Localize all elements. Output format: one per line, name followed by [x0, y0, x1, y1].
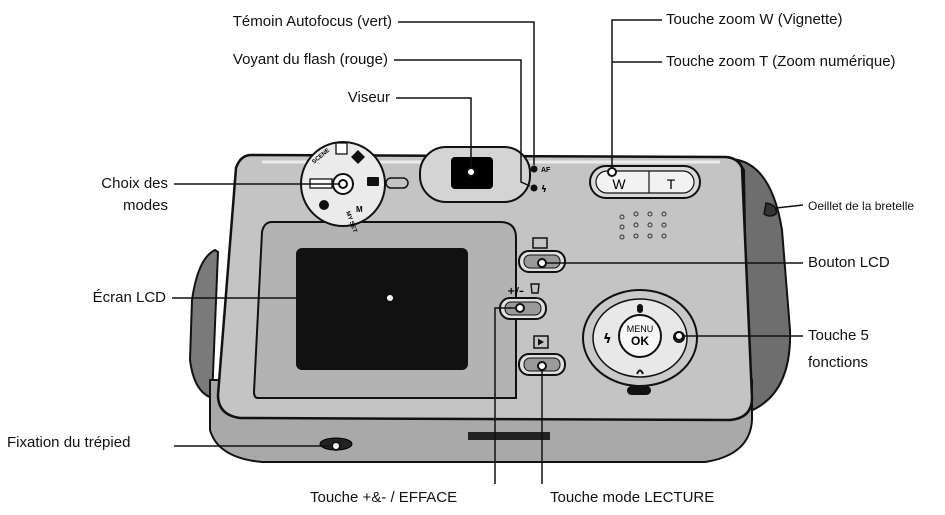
left-grip [188, 248, 220, 400]
dial-camera-icon [367, 177, 379, 186]
label-five-way-2: fonctions [808, 354, 869, 371]
label-lcd-button: Bouton LCD [808, 254, 890, 271]
speaker-grille [619, 211, 667, 240]
voice-memo-icon [637, 304, 643, 313]
label-strap: Oeillet de la bretelle [808, 199, 915, 213]
ok-text: OK [631, 334, 649, 348]
plus-minus-text: +/– [507, 286, 524, 297]
dial-night-icon [351, 150, 365, 164]
zoom-w-key-text: W [612, 176, 626, 192]
leader-lines [172, 19, 804, 484]
label-plus-minus-delete: Touche +&- / EFFACE [310, 489, 458, 506]
play-pause-icon [627, 386, 651, 395]
label-playback: Touche mode LECTURE [550, 489, 715, 506]
bottom-slot [468, 432, 550, 440]
label-five-way-1: Touche 5 [808, 327, 869, 344]
lcd-button-icon [532, 237, 548, 249]
mode-indicator-slot [385, 177, 409, 189]
dial-settings-icon [319, 200, 329, 210]
zoom-t-key-text: T [667, 176, 676, 192]
label-flash-lamp: Voyant du flash (rouge) [232, 51, 388, 68]
label-af-lamp: Témoin Autofocus (vert) [232, 13, 392, 30]
dial-m-text: M [356, 205, 363, 214]
five-function-pad[interactable]: MENU OK [582, 289, 698, 387]
flash-icon: ϟ [603, 332, 612, 347]
play-icon [538, 338, 544, 346]
lcd-screen [296, 248, 468, 370]
af-lamp-text: AF [541, 167, 551, 174]
af-lamp [530, 165, 538, 173]
label-tripod: Fixation du trépied [7, 434, 131, 451]
label-zoom-t: Touche zoom T (Zoom numérique) [666, 53, 896, 70]
flash-lamp [530, 184, 538, 192]
trash-icon [530, 283, 540, 294]
label-lcd-screen: Écran LCD [92, 289, 166, 306]
play-icon-frame [533, 335, 549, 349]
leader-points [331, 167, 684, 451]
strap-eyelet [763, 202, 778, 217]
flash-lamp-icon: ϟ [541, 185, 547, 195]
label-mode-dial-2: modes [122, 197, 168, 214]
zoom-rocker[interactable]: W T [589, 165, 701, 199]
label-viewfinder: Viseur [347, 89, 390, 106]
dial-portrait-icon [335, 142, 348, 155]
macro-icon [636, 369, 644, 375]
label-zoom-w: Touche zoom W (Vignette) [666, 11, 843, 28]
label-mode-dial-1: Choix des [101, 175, 168, 192]
menu-text: MENU [627, 324, 654, 334]
